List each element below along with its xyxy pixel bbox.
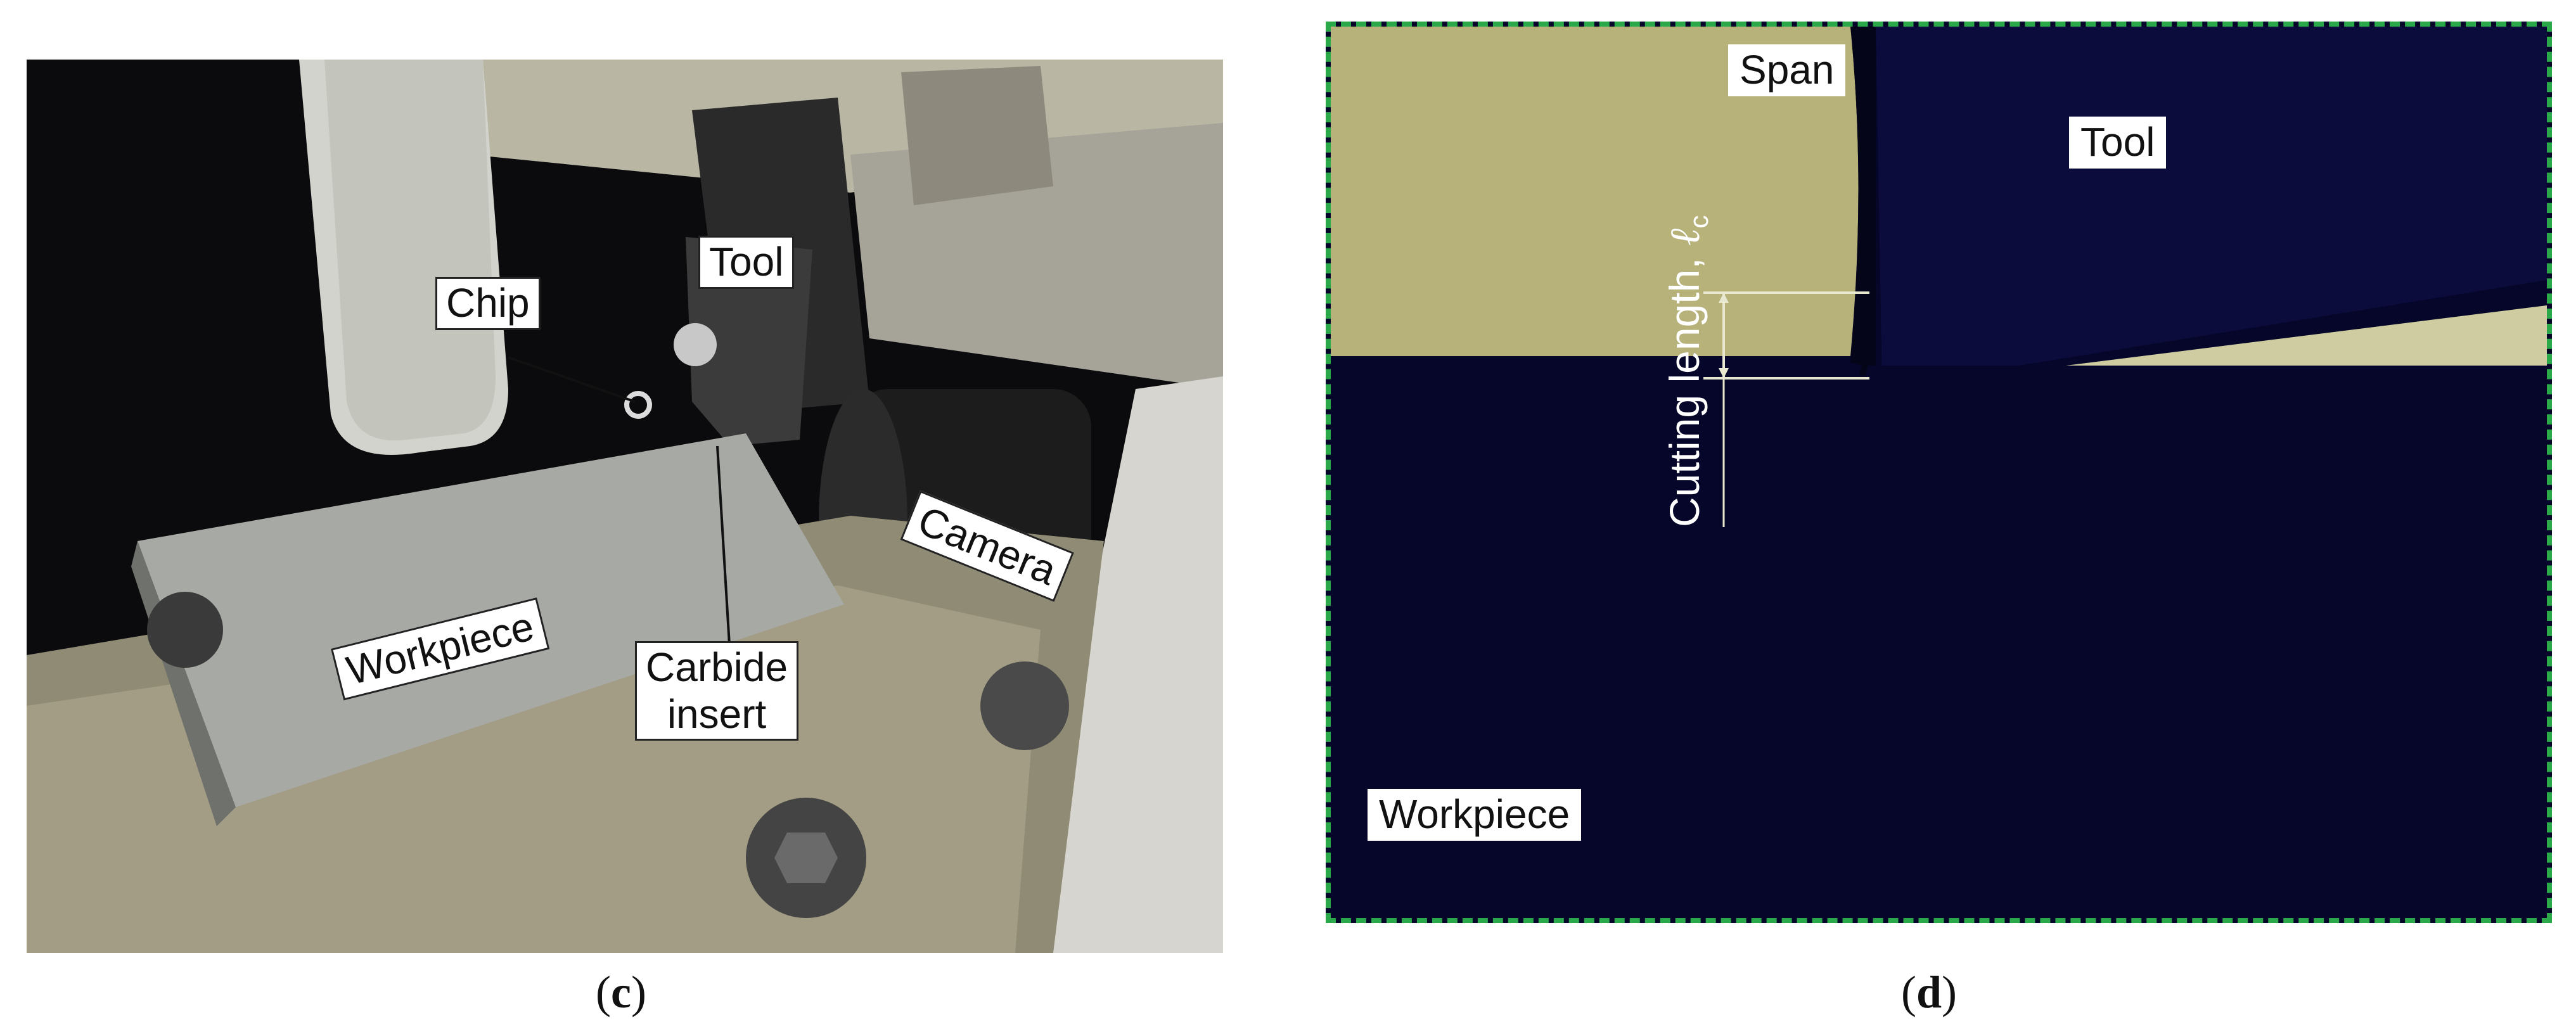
insert-leader-line: [716, 445, 731, 656]
chip-tool-gap: [1850, 27, 1876, 369]
cutting-length-text: Cutting length,: [1661, 246, 1708, 527]
cutting-length-label: Cutting length, ℓc: [1660, 215, 1714, 527]
contact-edge-curve: [1859, 298, 1872, 376]
chip-leader-line: [508, 356, 636, 403]
chip-shape: [624, 391, 652, 419]
label-chip: Chip: [435, 277, 541, 330]
setup-photo-illustration: [27, 60, 1223, 953]
label-workpiece-d: Workpiece: [1368, 789, 1582, 841]
label-tool-d: Tool: [2069, 117, 2167, 169]
dimension-arrowhead-top: [1719, 293, 1729, 303]
carbide-insert-shape: [686, 237, 812, 446]
bolt-left: [147, 592, 223, 668]
bolt-right: [980, 661, 1069, 750]
cutting-length-subscript: c: [1684, 215, 1714, 229]
chip-region: [1331, 27, 1859, 356]
label-span: Span: [1728, 44, 1846, 96]
dimension-arrowhead-bottom: [1719, 368, 1729, 378]
cutting-length-symbol: ℓ: [1662, 228, 1708, 246]
caption-d: (d): [1901, 967, 1958, 1018]
label-carbide-line2: insert: [667, 691, 767, 737]
insert-screw: [674, 323, 717, 366]
caption-c: (c): [596, 967, 646, 1018]
label-carbide-insert: Carbide insert: [635, 641, 799, 741]
camera-view-illustration: [1331, 27, 2547, 918]
photo-panel-c: Chip Tool Camera Workpiece Carbide inser…: [27, 60, 1223, 953]
bolt-front-hex: [774, 833, 838, 883]
photo-panel-d: Span Tool Workpiece Cutting length, ℓc: [1326, 22, 2552, 923]
caption-d-letter: d: [1916, 967, 1942, 1018]
tool-region: [1876, 27, 2547, 388]
caption-c-letter: c: [610, 967, 631, 1018]
label-carbide-line1: Carbide: [646, 644, 788, 690]
clamp-bolt-area: [901, 66, 1053, 205]
grey-housing-face: [324, 60, 496, 441]
label-tool-c: Tool: [698, 236, 795, 289]
